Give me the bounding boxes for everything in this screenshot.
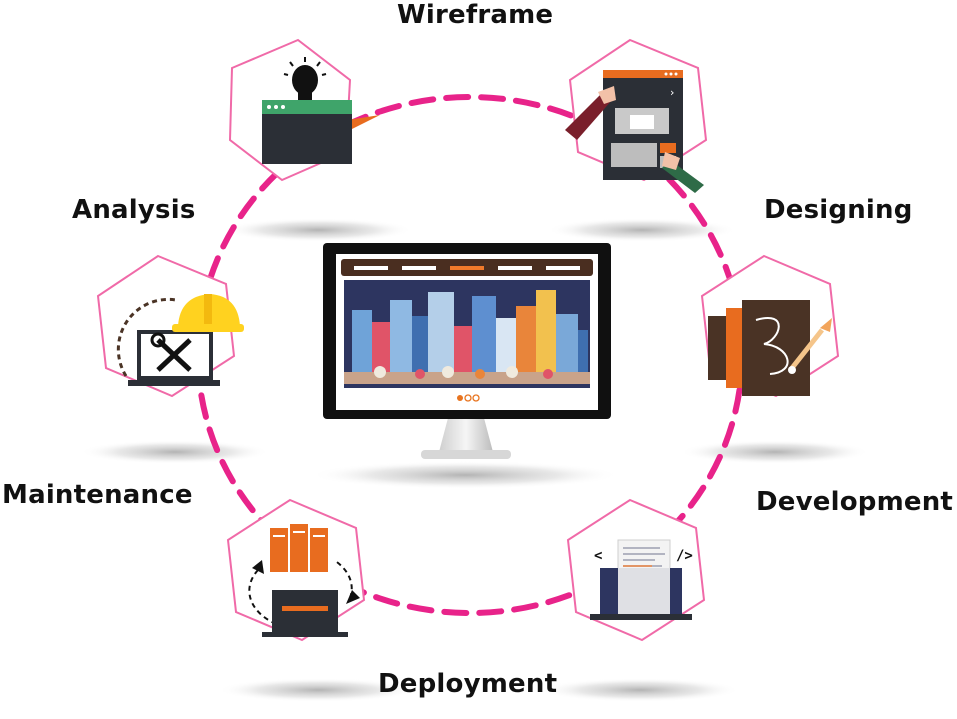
shadow-development — [680, 440, 870, 464]
stage-label-designing: Designing — [764, 195, 913, 225]
shadow-designing — [547, 218, 737, 242]
stage-label-development: Development — [756, 487, 954, 517]
server-laptop-sync-icon — [248, 524, 360, 637]
shadow-wireframe — [223, 218, 413, 242]
shadow-deployment — [540, 678, 740, 702]
stage-label-analysis: Analysis — [72, 195, 196, 225]
stage-label-wireframe: Wireframe — [397, 0, 554, 30]
hexagon-development — [700, 254, 840, 398]
stage-label-deployment: Deployment — [378, 669, 558, 699]
monitor-stand — [439, 418, 493, 452]
shadow-maintenance — [218, 678, 418, 702]
laptop-tools-hardhat-icon — [116, 294, 244, 386]
hexagon-designing: › — [565, 38, 708, 193]
layout-mockup-hands-icon: › — [565, 70, 704, 193]
sketchbook-paintbrush-icon — [708, 300, 832, 396]
hexagon-analysis — [96, 254, 244, 398]
code-laptop-icon: < /> — [590, 539, 693, 620]
svg-text:/>: /> — [676, 548, 693, 564]
shadow-center-monitor — [310, 461, 620, 489]
shadow-analysis — [80, 440, 270, 464]
svg-text:›: › — [670, 86, 674, 99]
center-monitor — [323, 243, 611, 459]
city-skyline — [344, 290, 590, 384]
monitor-stand-base — [421, 450, 511, 459]
monitor-nav-items — [354, 266, 580, 270]
carousel-dots — [457, 394, 480, 402]
hexagon-deployment: < /> — [566, 498, 706, 642]
svg-text:<: < — [594, 548, 602, 564]
browser-window-lightbulb-icon — [262, 57, 380, 164]
hexagon-maintenance — [226, 498, 366, 642]
stage-label-maintenance: Maintenance — [2, 480, 193, 510]
hexagon-wireframe — [228, 38, 380, 182]
